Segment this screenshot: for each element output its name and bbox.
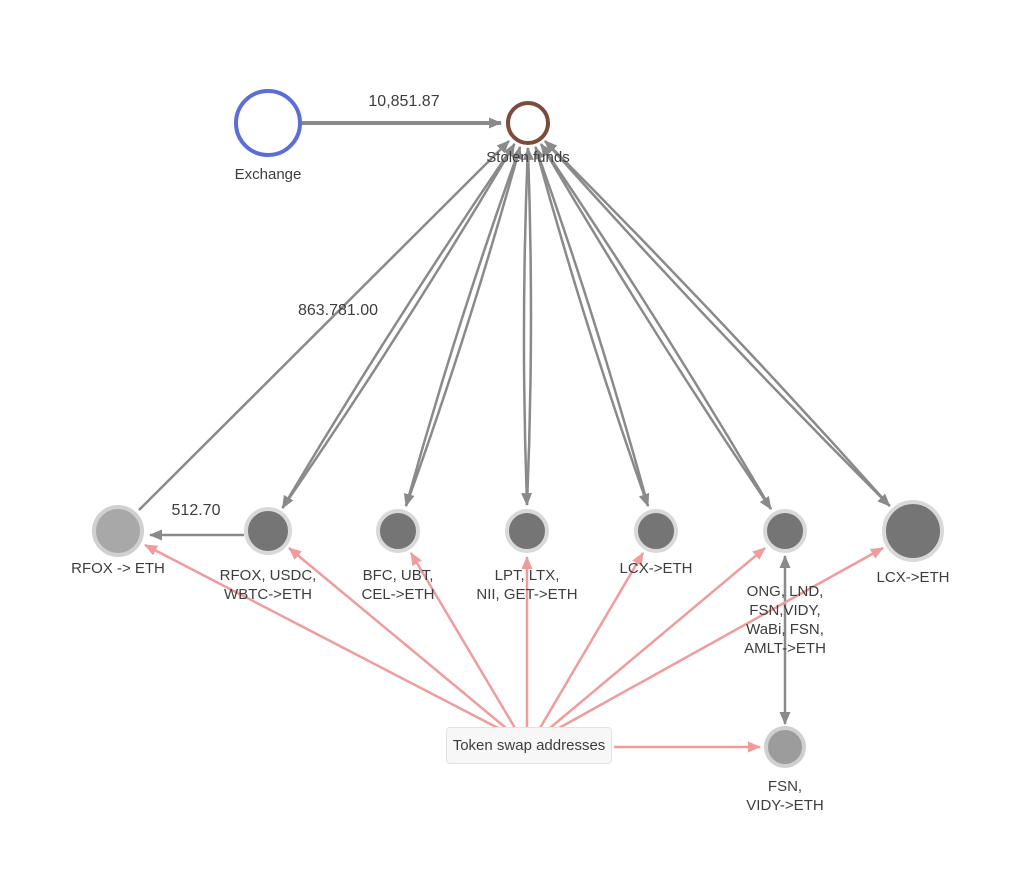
token-swap-addresses-box: Token swap addresses xyxy=(446,727,612,764)
label-lpt-ltx-nii-get-eth: LPT, LTX, NII, GET->ETH xyxy=(476,567,578,603)
node-rfox-usdc-wbtc-eth[interactable] xyxy=(244,507,292,555)
node-ong-lnd-fsn-vidy-wabi-fsn-amlt-eth[interactable] xyxy=(763,509,807,553)
node-lpt-ltx-nii-get-eth[interactable] xyxy=(505,509,549,553)
edge-ong-to-stolen-funds xyxy=(539,143,773,510)
label-ong-lnd-fsn-vidy-wabi-fsn-amlt-eth: ONG, LND, FSN,VIDY, WaBi, FSN, AMLT->ETH xyxy=(744,583,826,657)
edge-stolen-funds-to-lcx-large xyxy=(544,140,891,507)
node-rfox-eth[interactable] xyxy=(92,505,144,557)
node-bfc-ubt-cel-eth[interactable] xyxy=(376,509,420,553)
edge-lcx-to-stolen-funds xyxy=(534,146,650,507)
node-lcx-eth-large[interactable] xyxy=(882,500,944,562)
token-swap-addresses-label: Token swap addresses xyxy=(452,737,606,754)
label-exchange: Exchange xyxy=(234,166,302,183)
edge-stolen-funds-to-rfox-usdc xyxy=(281,143,516,509)
label-stolen-funds: Stolen funds xyxy=(486,149,570,166)
edge-stolen-funds-to-lcx xyxy=(534,146,650,507)
edge-label-rfox-eth-to-stolen-funds: 863.781.00 xyxy=(297,302,379,319)
node-lcx-eth[interactable] xyxy=(634,509,678,553)
edge-swapbox-to-rfox-usdc xyxy=(288,547,507,729)
edge-stolen-funds-to-bfc xyxy=(403,146,522,507)
edge-rfox-usdc-to-stolen-funds xyxy=(281,143,516,509)
label-rfox-eth: RFOX -> ETH xyxy=(71,560,165,577)
edge-label-exchange-to-stolen-funds: 10,851.87 xyxy=(368,93,440,110)
edge-stolen-funds-to-ong xyxy=(539,143,773,510)
label-lcx-eth: LCX->ETH xyxy=(619,560,693,577)
label-rfox-usdc-wbtc-eth: RFOX, USDC, WBTC->ETH xyxy=(219,567,317,603)
edge-swapbox-to-rfox-eth xyxy=(144,543,499,730)
label-fsn-vidy-eth: FSN, VIDY->ETH xyxy=(746,778,824,814)
edge-label-rfox-usdc-to-rfox: 512.70 xyxy=(171,502,221,519)
label-lcx-eth-large: LCX->ETH xyxy=(876,569,950,586)
edge-lpt-to-stolen-funds xyxy=(522,147,534,506)
node-stolen-funds[interactable] xyxy=(506,101,550,145)
node-exchange[interactable] xyxy=(234,89,302,157)
edge-swapbox-to-lcx-large xyxy=(558,546,884,730)
edge-swapbox-to-bfc xyxy=(409,552,517,729)
edge-stolen-funds-to-lpt xyxy=(521,147,533,506)
edge-swapbox-to-lcx xyxy=(538,552,645,729)
edge-rfox-eth-to-stolen-funds xyxy=(138,140,510,511)
edge-swapbox-to-ong xyxy=(549,547,766,729)
edge-lcx-large-to-stolen-funds xyxy=(544,140,891,507)
edge-bfc-to-stolen-funds xyxy=(404,146,523,507)
label-bfc-ubt-cel-eth: BFC, UBT, CEL->ETH xyxy=(361,567,435,603)
node-fsn-vidy-eth[interactable] xyxy=(764,726,806,768)
